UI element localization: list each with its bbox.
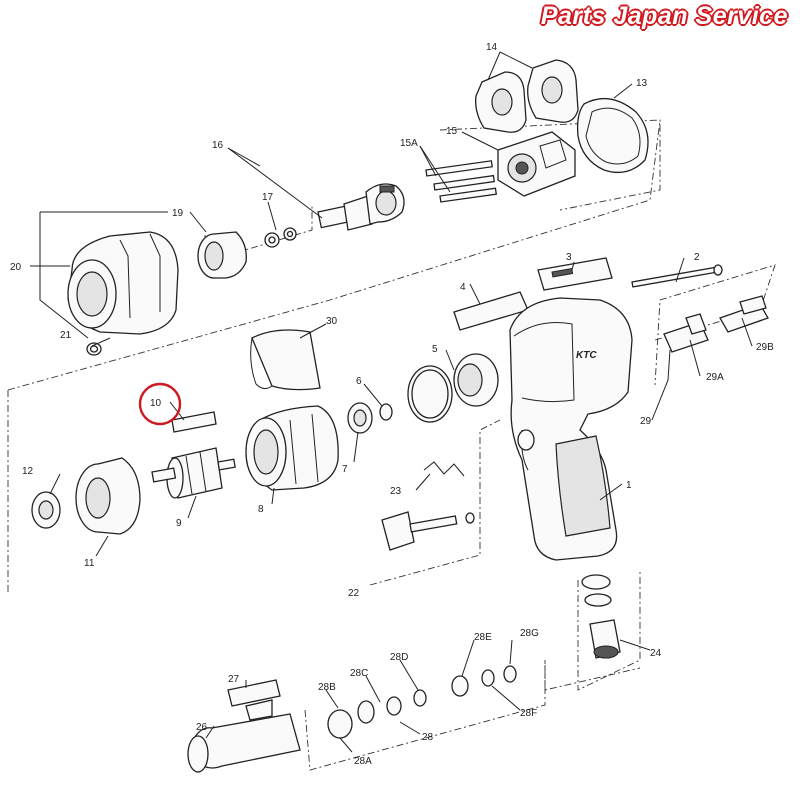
label-28f: 28F	[520, 708, 537, 719]
label-14: 14	[486, 42, 498, 53]
part-29-switch	[663, 295, 769, 353]
label-17: 17	[262, 192, 274, 203]
housing-logo: KTC	[576, 350, 597, 361]
label-5: 5	[432, 344, 438, 355]
label-15: 15	[446, 126, 458, 137]
part-15-hammer-cage	[497, 131, 576, 197]
label-16: 16	[212, 140, 224, 151]
part-labels: 1 2 3 4 5 6 7 8 9 10 11 12 13 14 15 15A …	[10, 42, 774, 767]
label-28e: 28E	[474, 632, 492, 643]
leader-lines	[30, 51, 753, 753]
part-11-front-plate	[75, 457, 141, 535]
label-29: 29	[640, 416, 652, 427]
label-28d: 28D	[390, 652, 408, 663]
part-5-rear-plate	[407, 353, 499, 423]
part-17-rings	[264, 227, 297, 248]
part-23-spring	[423, 461, 465, 477]
label-22: 22	[348, 588, 360, 599]
label-30: 30	[326, 316, 338, 327]
part-13-gasket	[576, 97, 649, 174]
label-11: 11	[84, 558, 95, 569]
label-20: 20	[10, 262, 22, 273]
label-2: 2	[694, 252, 700, 263]
part-30-sleeve	[250, 329, 321, 391]
part-26-inlet-fitting	[187, 713, 301, 773]
part-8-cylinder	[245, 405, 339, 491]
label-13: 13	[636, 78, 648, 89]
part-15a-pins	[425, 160, 498, 203]
highlight-circle	[138, 382, 182, 426]
part-21-oring	[86, 342, 102, 356]
label-29b: 29B	[756, 342, 774, 353]
label-29a: 29A	[706, 372, 724, 383]
part-16-anvil	[317, 183, 405, 231]
part-7-bearing	[347, 402, 373, 434]
part-3-plate	[537, 257, 613, 291]
label-21: 21	[60, 330, 72, 341]
label-19: 19	[172, 208, 184, 219]
part-12-bearing	[31, 491, 61, 529]
part-2-pin	[631, 264, 723, 288]
label-28a: 28A	[354, 756, 372, 767]
assembly-frames	[7, 119, 776, 771]
label-28g: 28G	[520, 628, 539, 639]
label-26: 26	[196, 722, 208, 733]
label-10: 10	[150, 398, 162, 409]
label-6: 6	[356, 376, 362, 387]
part-1-main-housing: KTC	[509, 297, 633, 561]
brand-watermark: Parts Japan Service	[540, 2, 788, 30]
part-20-front-cover	[67, 231, 179, 335]
part-19-bushing	[197, 231, 247, 279]
label-8: 8	[258, 504, 264, 515]
label-15a: 15A	[400, 138, 418, 149]
part-10-vane	[171, 411, 217, 433]
label-28b: 28B	[318, 682, 336, 693]
part-22-reverse-valve	[381, 511, 475, 551]
label-1: 1	[626, 480, 632, 491]
label-7: 7	[342, 464, 348, 475]
part-28-regulator-set	[327, 665, 517, 739]
part-24-air-inlet	[581, 574, 621, 659]
label-4: 4	[460, 282, 466, 293]
label-3: 3	[566, 252, 572, 263]
part-9-rotor	[151, 447, 236, 499]
label-23: 23	[390, 486, 402, 497]
label-24: 24	[650, 648, 662, 659]
label-12: 12	[22, 466, 34, 477]
part-6-snap-ring	[379, 403, 393, 421]
part-14-hammers	[475, 59, 579, 133]
label-9: 9	[176, 518, 182, 529]
label-28: 28	[422, 732, 434, 743]
label-28c: 28C	[350, 668, 368, 679]
part-27-clip	[227, 679, 281, 721]
label-27: 27	[228, 674, 240, 685]
